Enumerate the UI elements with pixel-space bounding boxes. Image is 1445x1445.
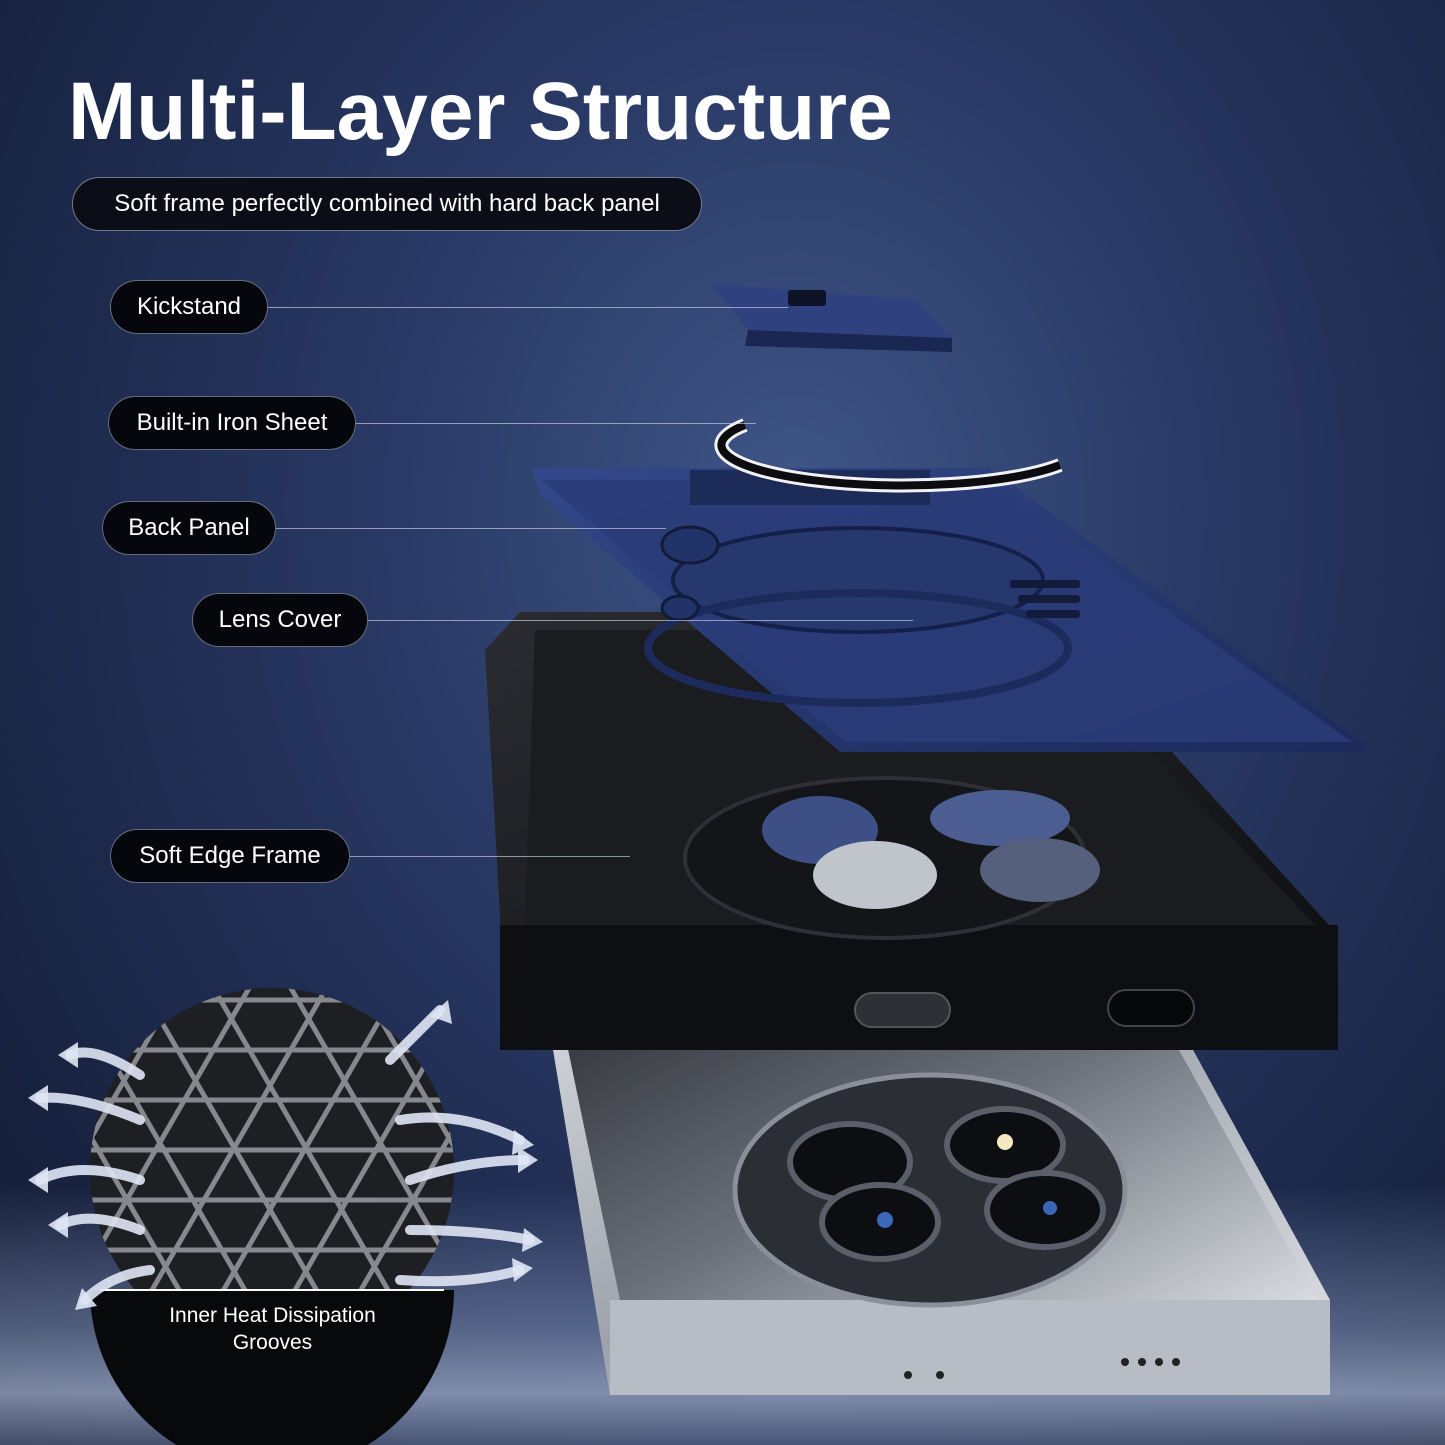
kickstand-part [712, 284, 952, 352]
leader-iron-sheet [356, 423, 756, 424]
heat-label-line2: Grooves [232, 1331, 313, 1354]
label-kickstand: Kickstand [110, 280, 268, 334]
heat-label-line1: Inner Heat Dissipation [169, 1304, 376, 1327]
subtitle-pill: Soft frame perfectly combined with hard … [72, 177, 702, 231]
heat-dissipation-label: Inner Heat Dissipation Grooves [130, 1302, 415, 1356]
label-iron-sheet: Built-in Iron Sheet [108, 396, 356, 450]
label-soft-edge-frame: Soft Edge Frame [110, 829, 350, 883]
back-panel [532, 468, 1365, 752]
leader-lens-cover [368, 620, 913, 621]
leader-kickstand [268, 307, 788, 308]
label-lens-cover: Lens Cover [192, 593, 368, 647]
heat-dissipation-inset [90, 988, 454, 1445]
airflow-arrowheads [28, 1000, 543, 1310]
leader-soft-edge-frame [350, 856, 630, 857]
iron-sheet-ring [714, 418, 1063, 493]
page-title: Multi-Layer Structure [68, 66, 893, 157]
label-back-panel: Back Panel [102, 501, 276, 555]
airflow-arrows [35, 1005, 535, 1305]
leader-back-panel [276, 528, 666, 529]
